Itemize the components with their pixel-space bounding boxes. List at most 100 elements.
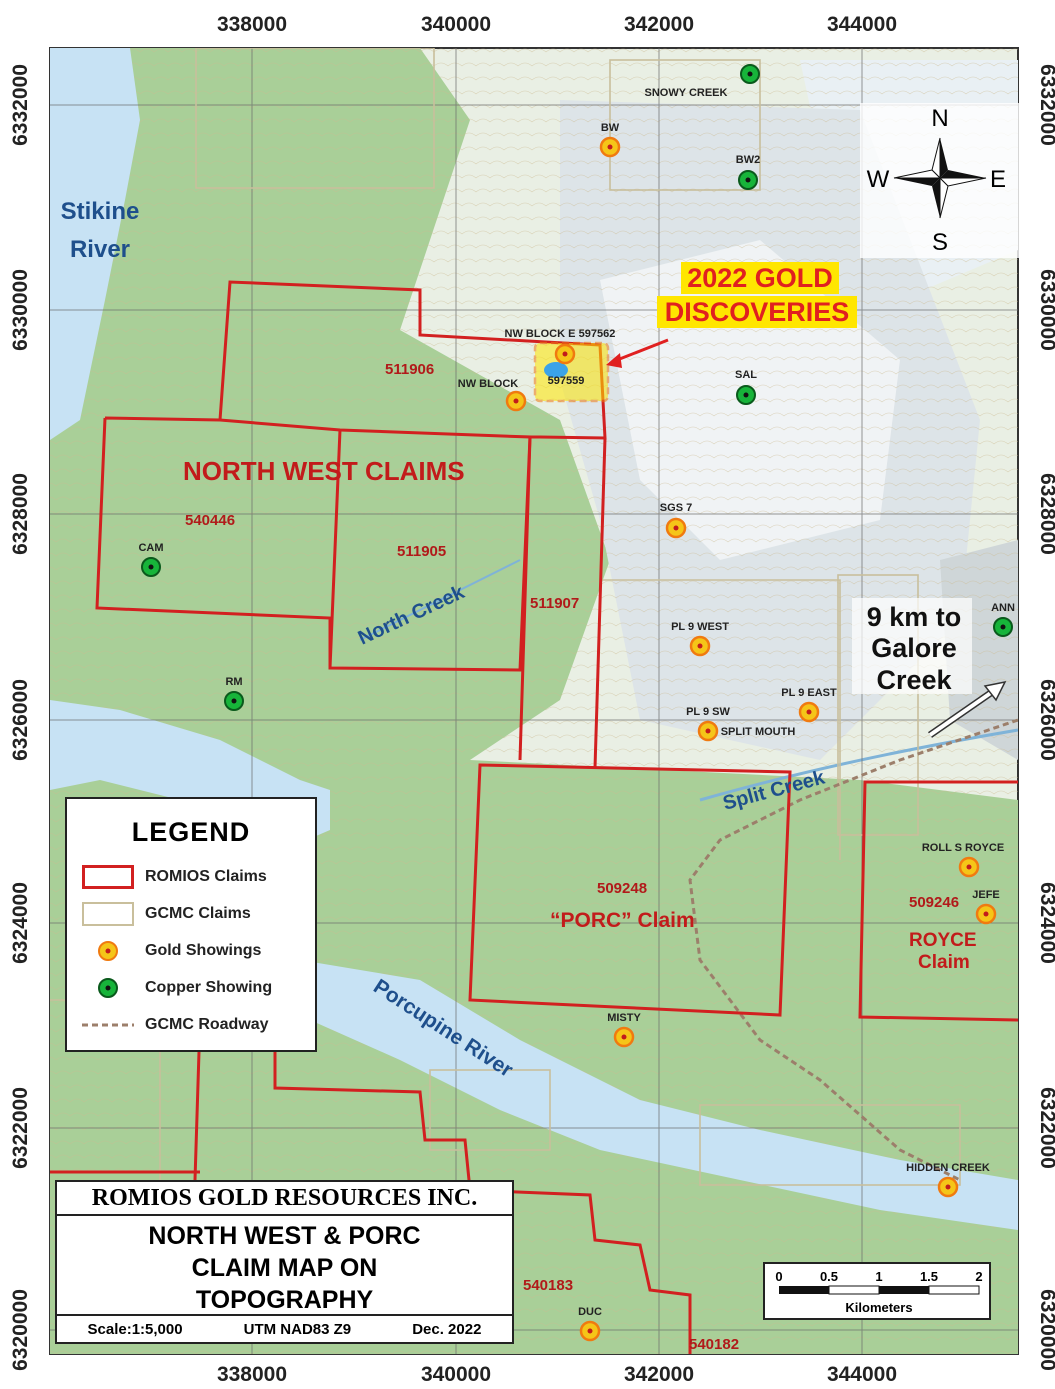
roadway-swatch <box>82 1023 134 1027</box>
showing-label: SNOWY CREEK <box>645 87 728 99</box>
north-arrow: N S E W <box>860 103 1020 258</box>
split-creek <box>699 728 1018 802</box>
datum-text: UTM NAD83 Z9 <box>243 1320 352 1338</box>
gold-showing-center <box>697 643 703 649</box>
galore-arrow-shaft-inner <box>928 688 997 737</box>
copper-showing-center <box>231 698 237 704</box>
showing-label: BW <box>601 122 620 134</box>
gold-showing-center <box>673 525 679 531</box>
galore-line3: Creek <box>876 665 952 695</box>
showing-label: BW2 <box>736 154 760 166</box>
gcmc-roadway <box>688 718 1018 1182</box>
scale-tick-label: 0 <box>775 1269 782 1284</box>
x-tick-label: 340000 <box>421 1363 491 1386</box>
title-block: ROMIOS GOLD RESOURCES INC. NORTH WEST & … <box>55 1180 514 1344</box>
showing-label: 597562 <box>579 328 616 340</box>
showing-label: RM <box>225 676 242 688</box>
claim-number: 511905 <box>397 543 446 560</box>
showing-label: SPLIT MOUTH <box>721 726 796 738</box>
showing-label: SAL <box>735 369 757 381</box>
y-tick-label: 6332000 <box>1036 64 1055 146</box>
gold-showing-center <box>621 1034 627 1040</box>
claim-number: 509248 <box>597 880 647 897</box>
date-text: Dec. 2022 <box>412 1320 482 1338</box>
showing-label: DUC <box>578 1306 602 1318</box>
gold-showing-center <box>705 728 711 734</box>
legend: LEGEND ROMIOS Claims GCMC Claims Gold Sh… <box>65 797 317 1052</box>
north-creek <box>359 559 521 641</box>
y-tick-label: 6326000 <box>9 679 32 761</box>
romios-claim-swatch <box>82 865 134 889</box>
galore-arrowhead <box>983 680 1007 702</box>
copper-showing-center <box>148 564 154 570</box>
callout-arrow-line <box>611 338 669 364</box>
legend-item-roadway: GCMC Roadway <box>79 1011 269 1039</box>
showing-label: ANN <box>991 602 1015 614</box>
showing-label: HIDDEN CREEK <box>906 1162 990 1174</box>
scale-tick-label: 1 <box>875 1269 882 1284</box>
scale-tick-label: 1.5 <box>920 1269 938 1284</box>
scale-units: Kilometers <box>845 1300 912 1315</box>
copper-showing-center <box>745 177 751 183</box>
showing-label: SGS 7 <box>660 502 692 514</box>
callout-line2: DISCOVERIES <box>665 297 850 327</box>
map-title-line1: NORTH WEST & PORC <box>148 1222 421 1250</box>
y-tick-label: 6322000 <box>9 1087 32 1169</box>
north-label: N <box>931 105 948 132</box>
galore-line2: Galore <box>871 633 957 663</box>
showing-label: JEFE <box>972 889 1000 901</box>
stikine-label-line2: River <box>70 236 130 263</box>
callout-arrowhead <box>606 353 622 368</box>
x-tick-label: 338000 <box>217 1363 287 1386</box>
callout-bg-1 <box>681 262 839 294</box>
north-west-claims-label: NORTH WEST CLAIMS <box>183 456 465 486</box>
scale-tick-label: 0.5 <box>820 1269 838 1284</box>
discovery-lake <box>544 362 568 378</box>
y-tick-label: 6324000 <box>1036 882 1055 964</box>
gold-showing-center <box>966 864 972 870</box>
legend-label: Copper Showing <box>145 979 273 996</box>
y-tick-label: 6326000 <box>1036 679 1055 761</box>
gold-showing-icon <box>98 941 118 961</box>
legend-item-copper: Copper Showing <box>79 974 272 1002</box>
east-label: E <box>990 166 1006 193</box>
scale-text: Scale:1:5,000 <box>87 1320 183 1338</box>
contour-lines <box>50 48 1018 1354</box>
gold-showing-center <box>983 911 989 917</box>
legend-label: GCMC Roadway <box>145 1016 269 1033</box>
copper-showing-center <box>1000 624 1006 630</box>
claim-number: 511906 <box>385 361 434 378</box>
south-label: S <box>932 229 948 256</box>
porc-claim-label: “PORC” Claim <box>550 909 695 932</box>
gold-showing-center <box>607 144 613 150</box>
legend-item-gold: Gold Showings <box>79 937 261 965</box>
west-label: W <box>867 166 890 193</box>
gcmc-claim-swatch <box>82 902 134 926</box>
y-axis-right: 6332000633000063280006326000632400063220… <box>1036 64 1055 1371</box>
copper-showing-center <box>743 392 749 398</box>
stikine-river <box>50 48 140 440</box>
x-tick-label: 340000 <box>421 13 491 36</box>
y-axis-left: 6332000633000063280006326000632400063220… <box>9 64 32 1371</box>
gold-showing-center <box>945 1184 951 1190</box>
y-tick-label: 6320000 <box>1036 1289 1055 1371</box>
legend-item-gcmc: GCMC Claims <box>79 900 251 928</box>
showing-label: ROLL S ROYCE <box>922 842 1004 854</box>
legend-label: GCMC Claims <box>145 905 251 922</box>
copper-showing-center <box>747 71 753 77</box>
y-tick-label: 6328000 <box>1036 473 1055 555</box>
y-tick-label: 6328000 <box>9 473 32 555</box>
claim-number: 540446 <box>185 512 235 529</box>
claim-number: 540182 <box>689 1336 739 1353</box>
gold-showing-center <box>587 1328 593 1334</box>
copper-showing-icon <box>98 978 118 998</box>
x-tick-label: 338000 <box>217 13 287 36</box>
showing-label: NW BLOCK <box>458 378 519 390</box>
galore-line1: 9 km to <box>867 602 962 632</box>
claim-number: 511907 <box>530 595 579 612</box>
x-tick-label: 342000 <box>624 13 694 36</box>
gold-showing-center <box>806 709 812 715</box>
